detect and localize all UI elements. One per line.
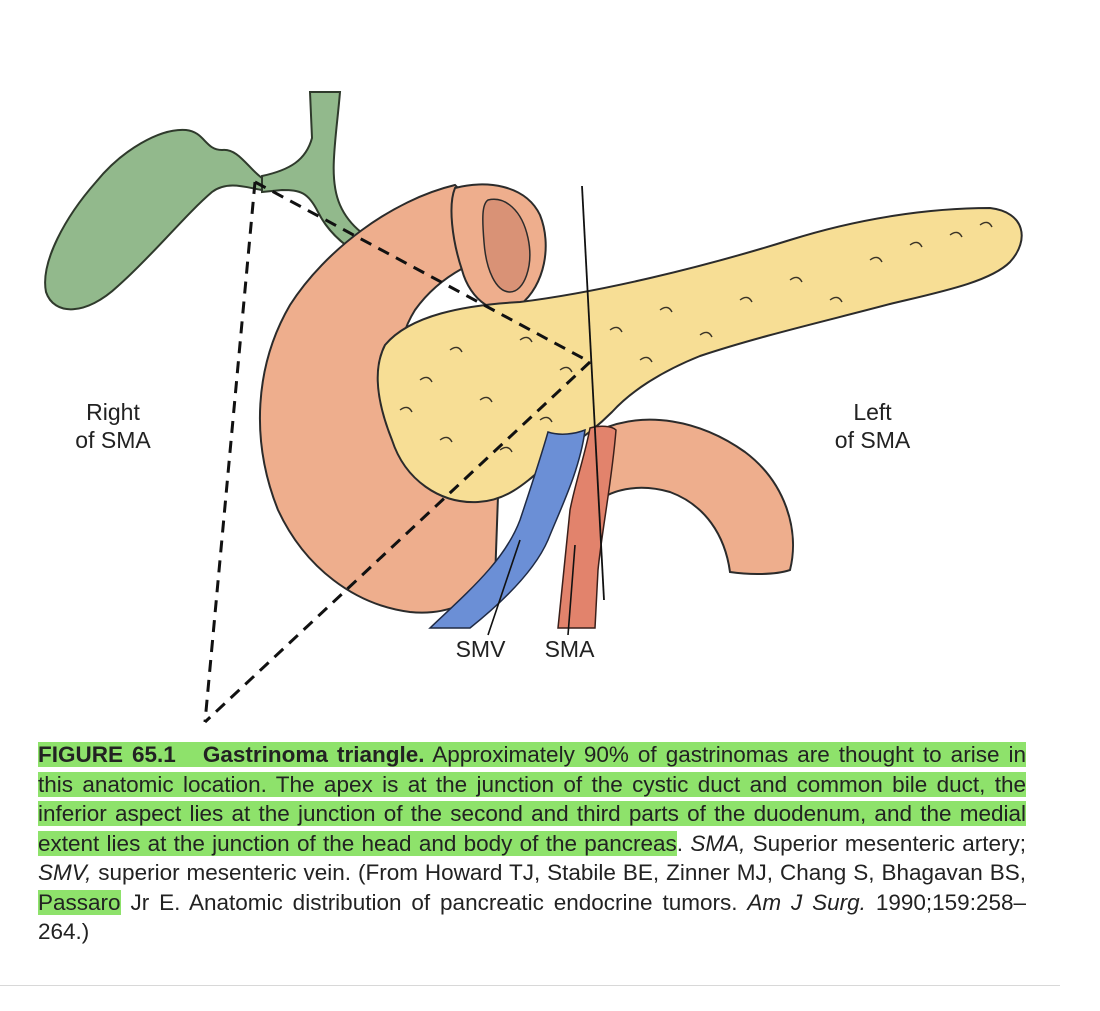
- right-of-sma-label: Right of SMA: [58, 398, 168, 454]
- abbr-smv-definition: superior mesenteric vein. (From Howard T…: [98, 860, 1026, 885]
- smv-label: SMV: [455, 636, 506, 662]
- highlighted-author-name: Passaro: [38, 889, 121, 915]
- right-label-line1: Right: [86, 399, 140, 425]
- duodenal-bulb: [450, 183, 547, 311]
- page-divider: [0, 985, 1060, 986]
- superior-mesenteric-vein: [428, 428, 586, 629]
- abbr-sma-definition: Superior mesenteric artery;: [752, 830, 1026, 856]
- figure-title: Gastrinoma triangle.: [202, 742, 425, 767]
- journal-name: Am J Surg.: [747, 889, 866, 915]
- label-leader-lines: [487, 539, 576, 636]
- left-of-sma-label: Left of SMA: [815, 398, 930, 454]
- reference-tail: 1990;159:258–264.): [38, 889, 1026, 945]
- figure-caption: FIGURE 65.1 Gastrinoma triangle. Approxi…: [38, 740, 1026, 985]
- caption-period: .: [676, 830, 684, 856]
- gallbladder: [44, 128, 263, 311]
- left-label-line2: of SMA: [834, 427, 911, 453]
- figure-number: FIGURE 65.1: [38, 742, 176, 767]
- pancreas: [376, 206, 1023, 504]
- abbr-smv: SMV,: [38, 860, 92, 885]
- anatomy-illustration: [44, 91, 1023, 724]
- abbr-sma: SMA,: [690, 830, 746, 856]
- right-label-line2: of SMA: [75, 427, 151, 453]
- sma-reference-line: [581, 185, 605, 601]
- left-label-line1: Left: [853, 399, 892, 425]
- sma-label: SMA: [544, 636, 595, 662]
- caption-highlighted-text: Approximately 90% of gastrinomas are tho…: [38, 742, 1026, 856]
- reference-text: Jr E. Anatomic distribution of pancreati…: [130, 889, 738, 915]
- gastrinoma-triangle: [203, 180, 592, 724]
